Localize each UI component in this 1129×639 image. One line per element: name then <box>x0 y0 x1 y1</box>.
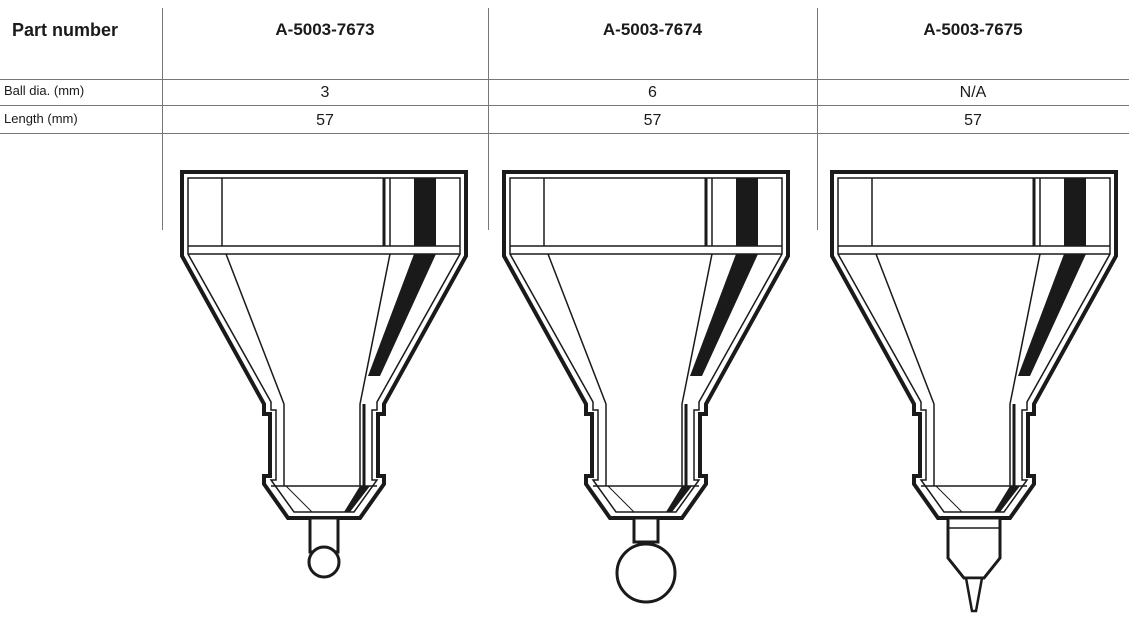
shade-band <box>690 254 758 376</box>
column-divider <box>162 8 163 230</box>
cone-line <box>875 253 935 405</box>
ball-dia-value-3: N/A <box>959 84 987 101</box>
cone-line <box>225 253 285 405</box>
stylus-outline <box>830 170 1118 520</box>
stylus-outline <box>180 170 468 520</box>
table-rule <box>0 105 1129 106</box>
shade-band <box>1018 254 1086 376</box>
shade-band <box>736 178 758 246</box>
stylus-stem <box>632 516 660 544</box>
shade-band <box>1064 178 1086 246</box>
part-number-col-1: A-5003-7673 <box>275 20 375 39</box>
stylus-point-body <box>946 516 1002 580</box>
stylus-point-tip <box>964 576 984 613</box>
stylus-ball <box>615 542 677 604</box>
taper-line <box>607 485 635 513</box>
shade-band <box>368 254 436 376</box>
ball-dia-value-2: 6 <box>648 84 657 101</box>
column-divider <box>817 8 818 230</box>
cone-line <box>547 253 607 405</box>
cone-line <box>359 253 391 405</box>
taper-line <box>935 485 963 513</box>
ball-dia-label: Ball dia. (mm) <box>4 83 85 98</box>
length-value-1: 57 <box>316 112 334 129</box>
stylus-ball-large-illustration <box>502 170 790 604</box>
shade-band <box>344 486 370 512</box>
column-divider <box>488 8 489 230</box>
stylus-outline <box>502 170 790 520</box>
part-number-header: Part number <box>12 19 119 40</box>
stylus-ball-small-illustration <box>180 170 468 579</box>
cone-line <box>1009 253 1041 405</box>
ball-dia-value-1: 3 <box>320 84 330 101</box>
length-value-3: 57 <box>964 112 982 129</box>
length-label: Length (mm) <box>4 111 78 126</box>
taper-line <box>285 485 313 513</box>
table-rule <box>0 133 1129 134</box>
shade-band <box>414 178 436 246</box>
shade-band <box>994 486 1020 512</box>
length-value-2: 57 <box>643 112 662 129</box>
shade-band <box>666 486 692 512</box>
stylus-inner-outline <box>509 177 783 513</box>
stylus-ball <box>307 545 341 579</box>
stylus-point-illustration <box>830 170 1118 613</box>
part-number-col-2: A-5003-7674 <box>602 20 703 39</box>
part-number-col-3: A-5003-7675 <box>923 20 1023 39</box>
stylus-inner-outline <box>187 177 461 513</box>
table-rule <box>0 79 1129 80</box>
stylus-inner-outline <box>837 177 1111 513</box>
cone-line <box>681 253 713 405</box>
